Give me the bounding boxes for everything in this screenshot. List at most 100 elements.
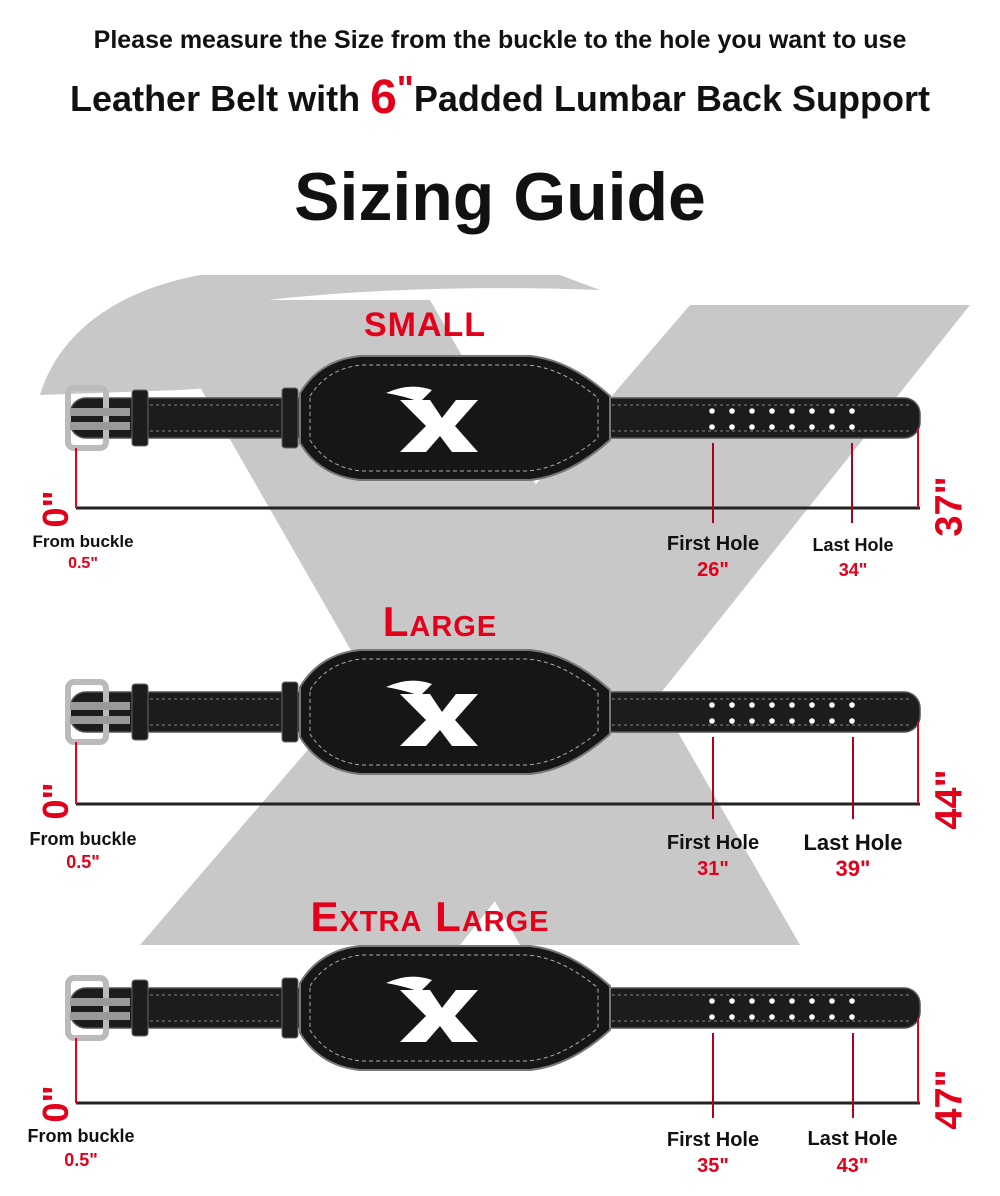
belt-hole xyxy=(829,1014,835,1020)
last-hole-label-large: Last Hole xyxy=(803,830,903,855)
belt-hole xyxy=(709,408,715,414)
zero-mark-extra-large: 0" xyxy=(35,1085,76,1123)
belt-hole xyxy=(789,718,795,724)
belt-hole xyxy=(709,1014,715,1020)
first-hole-value-large: 31" xyxy=(697,858,729,880)
buckle-prong xyxy=(70,702,130,710)
buckle-prong xyxy=(70,422,130,430)
belt-hole xyxy=(709,718,715,724)
belt-hole xyxy=(789,408,795,414)
subtitle-before: Leather Belt with xyxy=(70,78,371,119)
belt-loop xyxy=(131,683,149,741)
belt-hole xyxy=(749,408,755,414)
belt-hole xyxy=(769,702,775,708)
belt-hole xyxy=(749,998,755,1004)
subtitle-quote: " xyxy=(396,68,414,109)
belt-hole xyxy=(749,702,755,708)
from-buckle-label-small: From buckle xyxy=(32,532,134,551)
belt-hole xyxy=(769,718,775,724)
subtitle-number: 6 xyxy=(370,71,397,124)
belt-hole xyxy=(809,718,815,724)
belt-hole xyxy=(829,408,835,414)
size-name-small: SMALL xyxy=(363,306,487,344)
from-buckle-label-large: From buckle xyxy=(29,829,137,849)
belt-hole xyxy=(709,424,715,430)
belt-hole xyxy=(809,702,815,708)
last-hole-value-small: 34" xyxy=(838,560,868,580)
belt-loop xyxy=(281,977,299,1039)
last-hole-label-small: Last Hole xyxy=(812,535,894,555)
belt-eagle-icon xyxy=(386,976,432,992)
buckle-prong xyxy=(70,408,130,416)
buckle-prong xyxy=(70,998,130,1006)
belt-hole xyxy=(709,702,715,708)
belt-x-logo xyxy=(400,990,478,1042)
belt-hole xyxy=(789,998,795,1004)
belt-hole xyxy=(729,998,735,1004)
belt-hole xyxy=(829,718,835,724)
size-name-extra-large: Extra Large xyxy=(310,893,550,940)
belt-x-logo xyxy=(400,400,478,452)
belt-hole xyxy=(849,424,855,430)
product-subtitle: Leather Belt with 6"Padded Lumbar Back S… xyxy=(0,68,1000,125)
from-buckle-value-small: 0.5" xyxy=(68,555,98,572)
belt-hole xyxy=(769,424,775,430)
from-buckle-value-large: 0.5" xyxy=(66,852,100,872)
belt-hole xyxy=(849,718,855,724)
belt-eagle-icon xyxy=(386,680,432,696)
belt-hole xyxy=(729,408,735,414)
belt-hole xyxy=(789,424,795,430)
belt-hole xyxy=(829,702,835,708)
belt-hole xyxy=(829,424,835,430)
from-buckle-label-extra-large: From buckle xyxy=(27,1126,135,1146)
belt-hole xyxy=(789,702,795,708)
zero-mark-small: 0" xyxy=(35,490,76,528)
belt-hole xyxy=(729,1014,735,1020)
belt-hole xyxy=(729,702,735,708)
page-title: Sizing Guide xyxy=(294,159,706,235)
belt-loop xyxy=(131,389,149,447)
zero-mark-large: 0" xyxy=(35,782,76,820)
total-length-small: 37" xyxy=(928,476,971,537)
belt-hole xyxy=(809,1014,815,1020)
belt-hole xyxy=(849,998,855,1004)
total-length-large: 44" xyxy=(928,769,971,830)
belt-hole xyxy=(749,424,755,430)
belt-hole xyxy=(769,1014,775,1020)
buckle-frame xyxy=(65,385,109,451)
belt-hole xyxy=(849,408,855,414)
belt-hole xyxy=(709,998,715,1004)
last-hole-value-large: 39" xyxy=(835,856,871,881)
belt-hole xyxy=(809,998,815,1004)
belt-loop xyxy=(131,979,149,1037)
first-hole-label-small: First Hole xyxy=(666,533,760,555)
buckle-frame xyxy=(65,975,109,1041)
belt-hole xyxy=(849,1014,855,1020)
subtitle-after: Padded Lumbar Back Support xyxy=(413,78,930,119)
buckle-prong xyxy=(70,716,130,724)
belt-hole xyxy=(809,408,815,414)
belt-x-logo xyxy=(400,694,478,746)
belt-hole xyxy=(809,424,815,430)
last-hole-value-extra-large: 43" xyxy=(836,1155,869,1177)
first-hole-label-large: First Hole xyxy=(666,832,760,854)
total-length-extra-large: 47" xyxy=(928,1069,971,1130)
belt-hole xyxy=(729,718,735,724)
belt-hole xyxy=(789,1014,795,1020)
measure-instruction: Please measure the Size from the buckle … xyxy=(93,26,907,54)
first-hole-value-small: 26" xyxy=(697,559,729,581)
belt-hole xyxy=(829,998,835,1004)
belt-hole xyxy=(729,424,735,430)
belt-hole xyxy=(769,408,775,414)
first-hole-label-extra-large: First Hole xyxy=(666,1129,760,1151)
last-hole-label-extra-large: Last Hole xyxy=(807,1128,898,1150)
buckle-frame xyxy=(65,679,109,745)
buckle-prong xyxy=(70,1012,130,1020)
belt-loop xyxy=(281,387,299,449)
belt-loop xyxy=(281,681,299,743)
belt-hole xyxy=(769,998,775,1004)
size-name-large: Large xyxy=(382,598,498,645)
belt-hole xyxy=(749,1014,755,1020)
from-buckle-value-extra-large: 0.5" xyxy=(64,1150,98,1170)
